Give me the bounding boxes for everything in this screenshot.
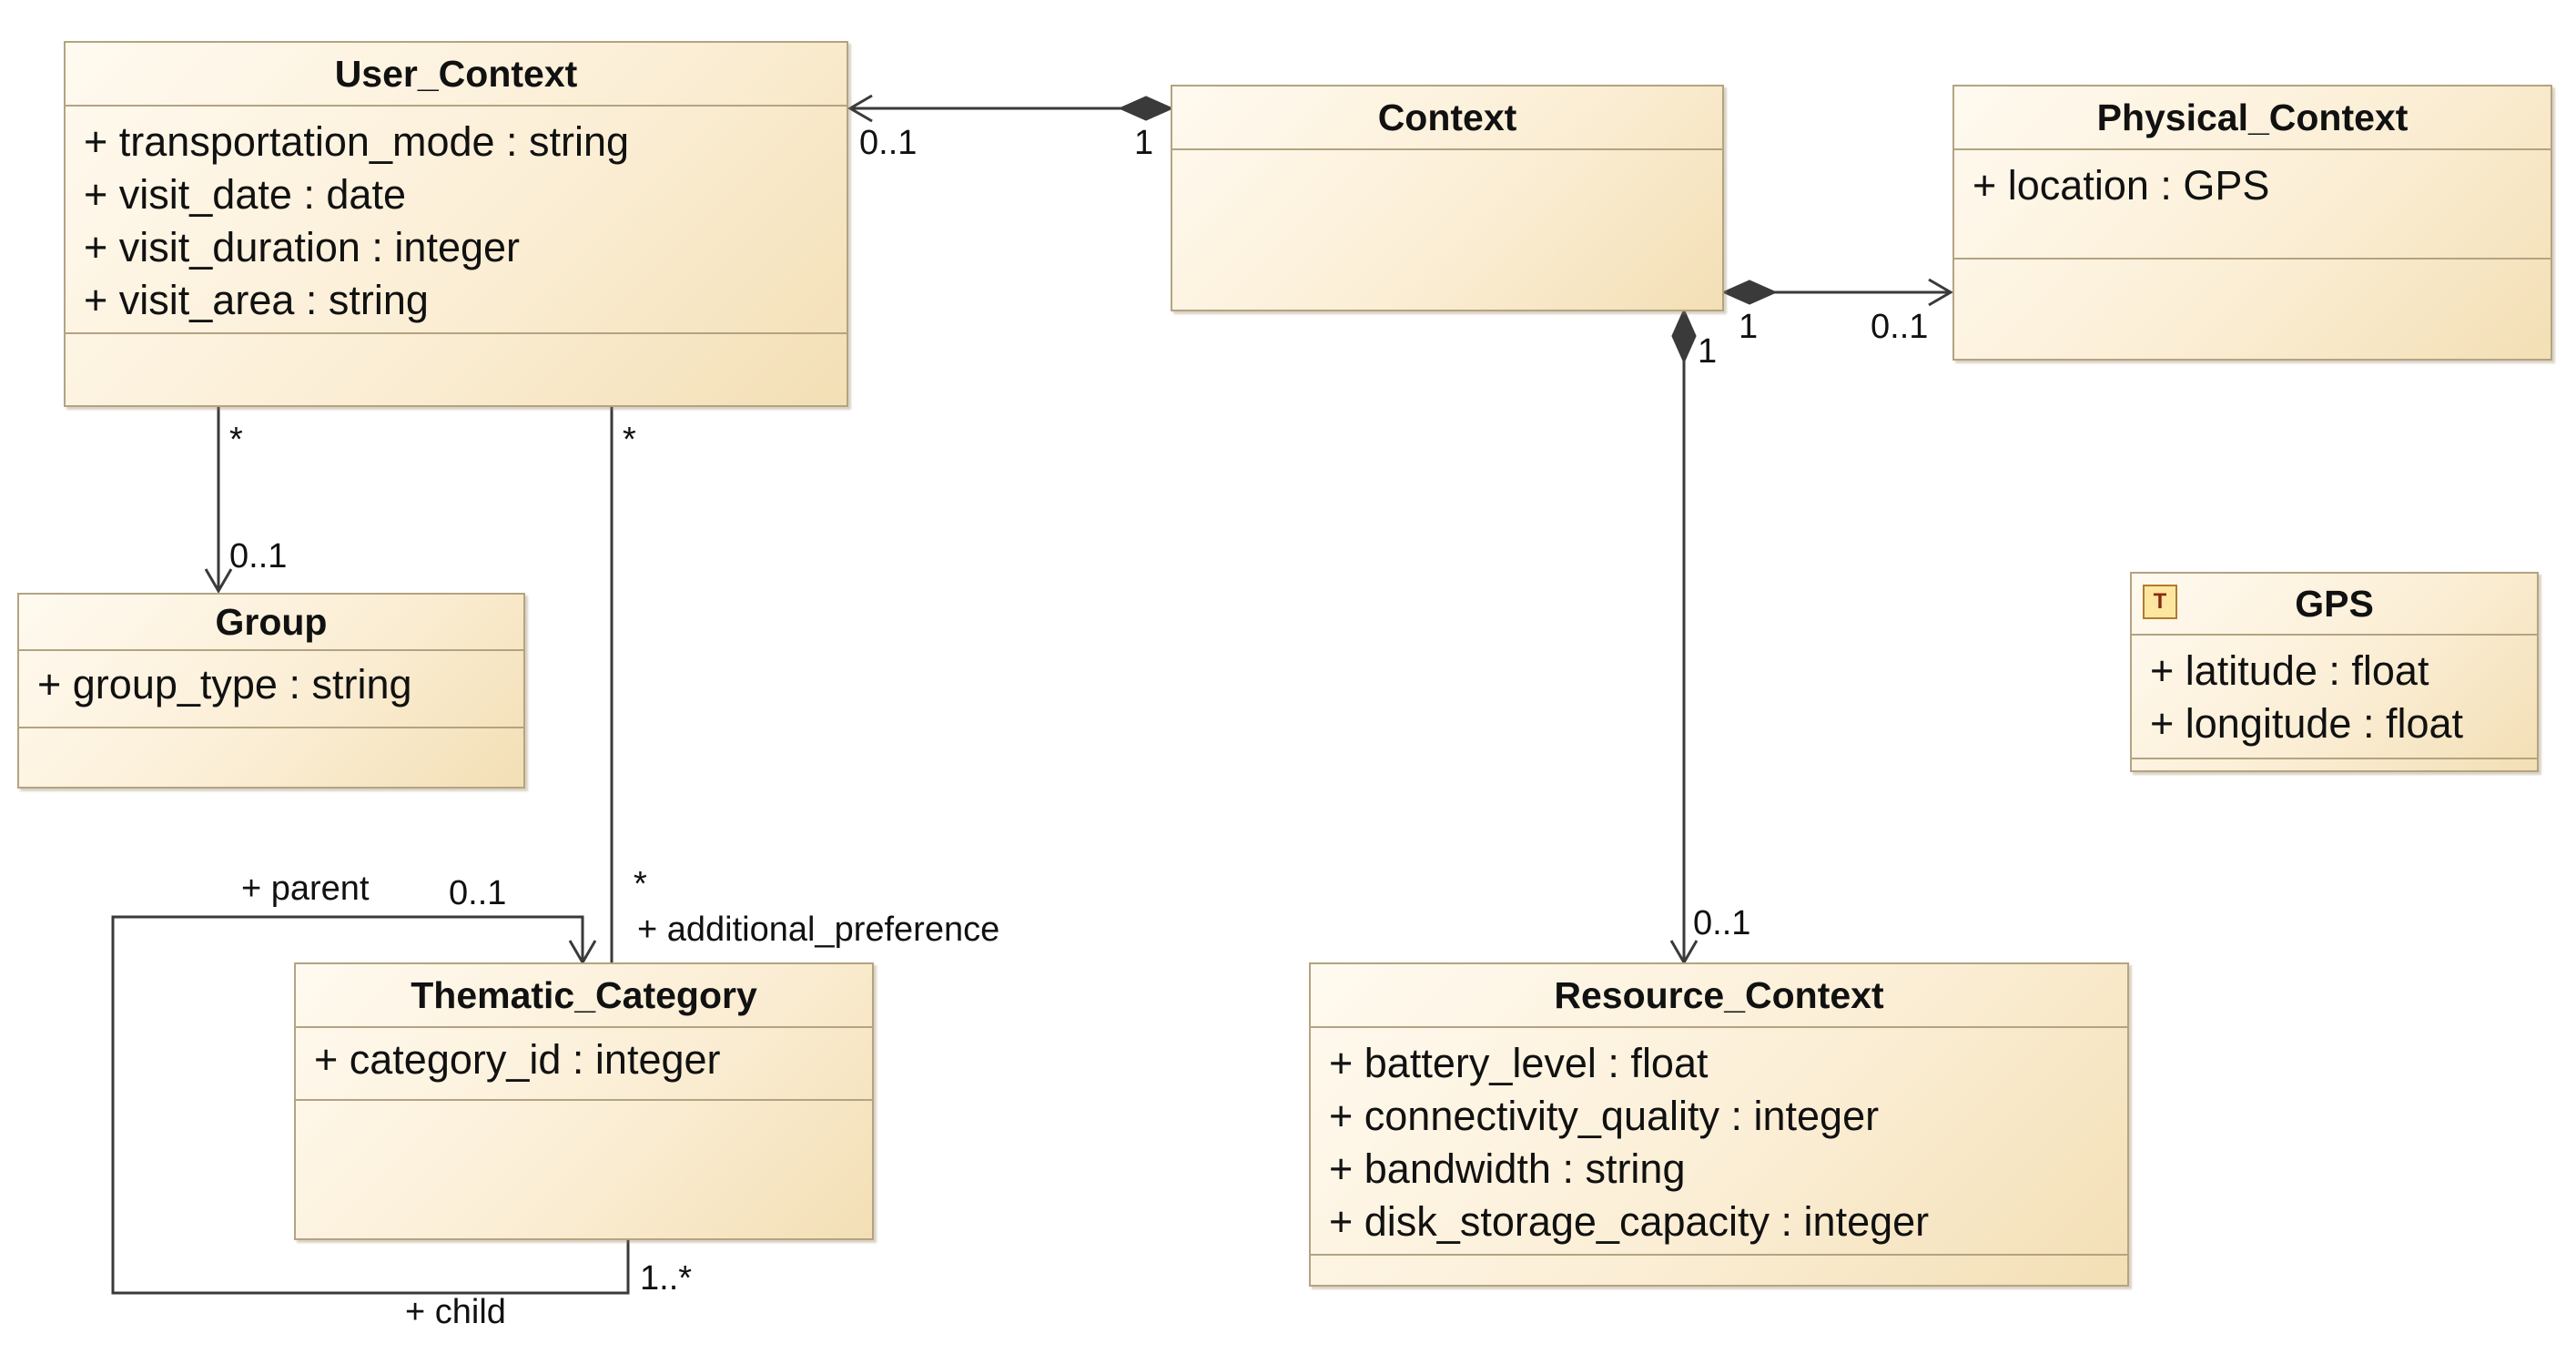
- assoc-context-resource-diamond: [1671, 308, 1697, 364]
- class-thematic-category-attributes: + category_id : integer: [296, 1028, 872, 1101]
- class-resource-context[interactable]: Resource_Context + battery_level : float…: [1309, 962, 2129, 1287]
- assoc-context-physical-arrowhead: [1928, 278, 1953, 307]
- attribute-visit-duration: + visit_duration : integer: [84, 224, 521, 270]
- role-parent: + parent: [241, 870, 370, 908]
- attribute-transportation-mode: + transportation_mode : string: [84, 118, 630, 165]
- mult-thematic-end-user-assoc: *: [634, 865, 647, 903]
- attribute-location: + location : GPS: [1973, 162, 2270, 209]
- mult-context-end-resource-assoc: 1: [1698, 332, 1718, 371]
- class-physical-context-name: Physical_Context: [1954, 87, 2551, 150]
- mult-user-end-context-assoc: 0..1: [859, 124, 918, 162]
- role-child: + child: [405, 1293, 506, 1331]
- class-context[interactable]: Context: [1171, 85, 1724, 311]
- class-group-attributes: + group_type : string: [19, 651, 523, 728]
- mult-child: 1..*: [640, 1259, 693, 1298]
- attribute-battery-level: + battery_level : float: [1329, 1040, 1709, 1086]
- mult-physical-end-context-assoc: 0..1: [1871, 308, 1929, 346]
- class-user-context-name: User_Context: [66, 43, 847, 107]
- class-thematic-category[interactable]: Thematic_Category + category_id : intege…: [294, 962, 874, 1240]
- class-user-context[interactable]: User_Context + transportation_mode : str…: [64, 41, 848, 407]
- mult-context-end-physical-assoc: 1: [1739, 308, 1759, 346]
- class-group[interactable]: Group + group_type : string: [17, 593, 525, 789]
- mult-context-end-user-assoc: 1: [1134, 124, 1154, 162]
- attribute-group-type: + group_type : string: [37, 661, 412, 707]
- attribute-category-id: + category_id : integer: [314, 1036, 721, 1083]
- attribute-connectivity-quality: + connectivity_quality : integer: [1329, 1093, 1880, 1139]
- role-additional-preference: + additional_preference: [637, 911, 1000, 949]
- class-gps-title: GPS: [2295, 583, 2374, 625]
- class-resource-context-attributes: + battery_level : float + connectivity_q…: [1311, 1028, 2127, 1256]
- class-thematic-category-name: Thematic_Category: [296, 964, 872, 1028]
- attribute-latitude: + latitude : float: [2150, 647, 2429, 694]
- class-gps[interactable]: T GPS + latitude : float + longitude : f…: [2130, 572, 2539, 772]
- attribute-bandwidth: + bandwidth : string: [1329, 1145, 1686, 1192]
- mult-user-end-group-assoc: *: [229, 421, 243, 459]
- attribute-disk-storage-capacity: + disk_storage_capacity : integer: [1329, 1198, 1930, 1245]
- datatype-badge-icon: T: [2143, 585, 2177, 619]
- class-physical-context-attributes: + location : GPS: [1954, 150, 2551, 260]
- class-resource-context-name: Resource_Context: [1311, 964, 2127, 1028]
- assoc-thematic-self-line: [111, 915, 630, 1295]
- class-gps-name: T GPS: [2132, 574, 2537, 636]
- mult-user-end-thematic-assoc: *: [623, 421, 636, 459]
- class-context-name: Context: [1172, 87, 1722, 150]
- mult-resource-end-context-assoc: 0..1: [1693, 904, 1751, 942]
- class-user-context-attributes: + transportation_mode : string + visit_d…: [66, 107, 847, 334]
- class-group-name: Group: [19, 595, 523, 651]
- class-gps-attributes: + latitude : float + longitude : float: [2132, 636, 2537, 759]
- mult-parent: 0..1: [449, 874, 507, 912]
- attribute-visit-area: + visit_area : string: [84, 277, 429, 323]
- assoc-context-physical-diamond: [1721, 280, 1778, 305]
- mult-group-end-user-assoc: 0..1: [229, 537, 288, 575]
- attribute-longitude: + longitude : float: [2150, 700, 2464, 747]
- assoc-context-user-diamond: [1118, 96, 1174, 121]
- assoc-context-user-arrowhead: [847, 94, 873, 123]
- attribute-visit-date: + visit_date : date: [84, 171, 406, 218]
- class-physical-context[interactable]: Physical_Context + location : GPS: [1952, 85, 2552, 361]
- assoc-user-group-arrowhead: [204, 568, 233, 594]
